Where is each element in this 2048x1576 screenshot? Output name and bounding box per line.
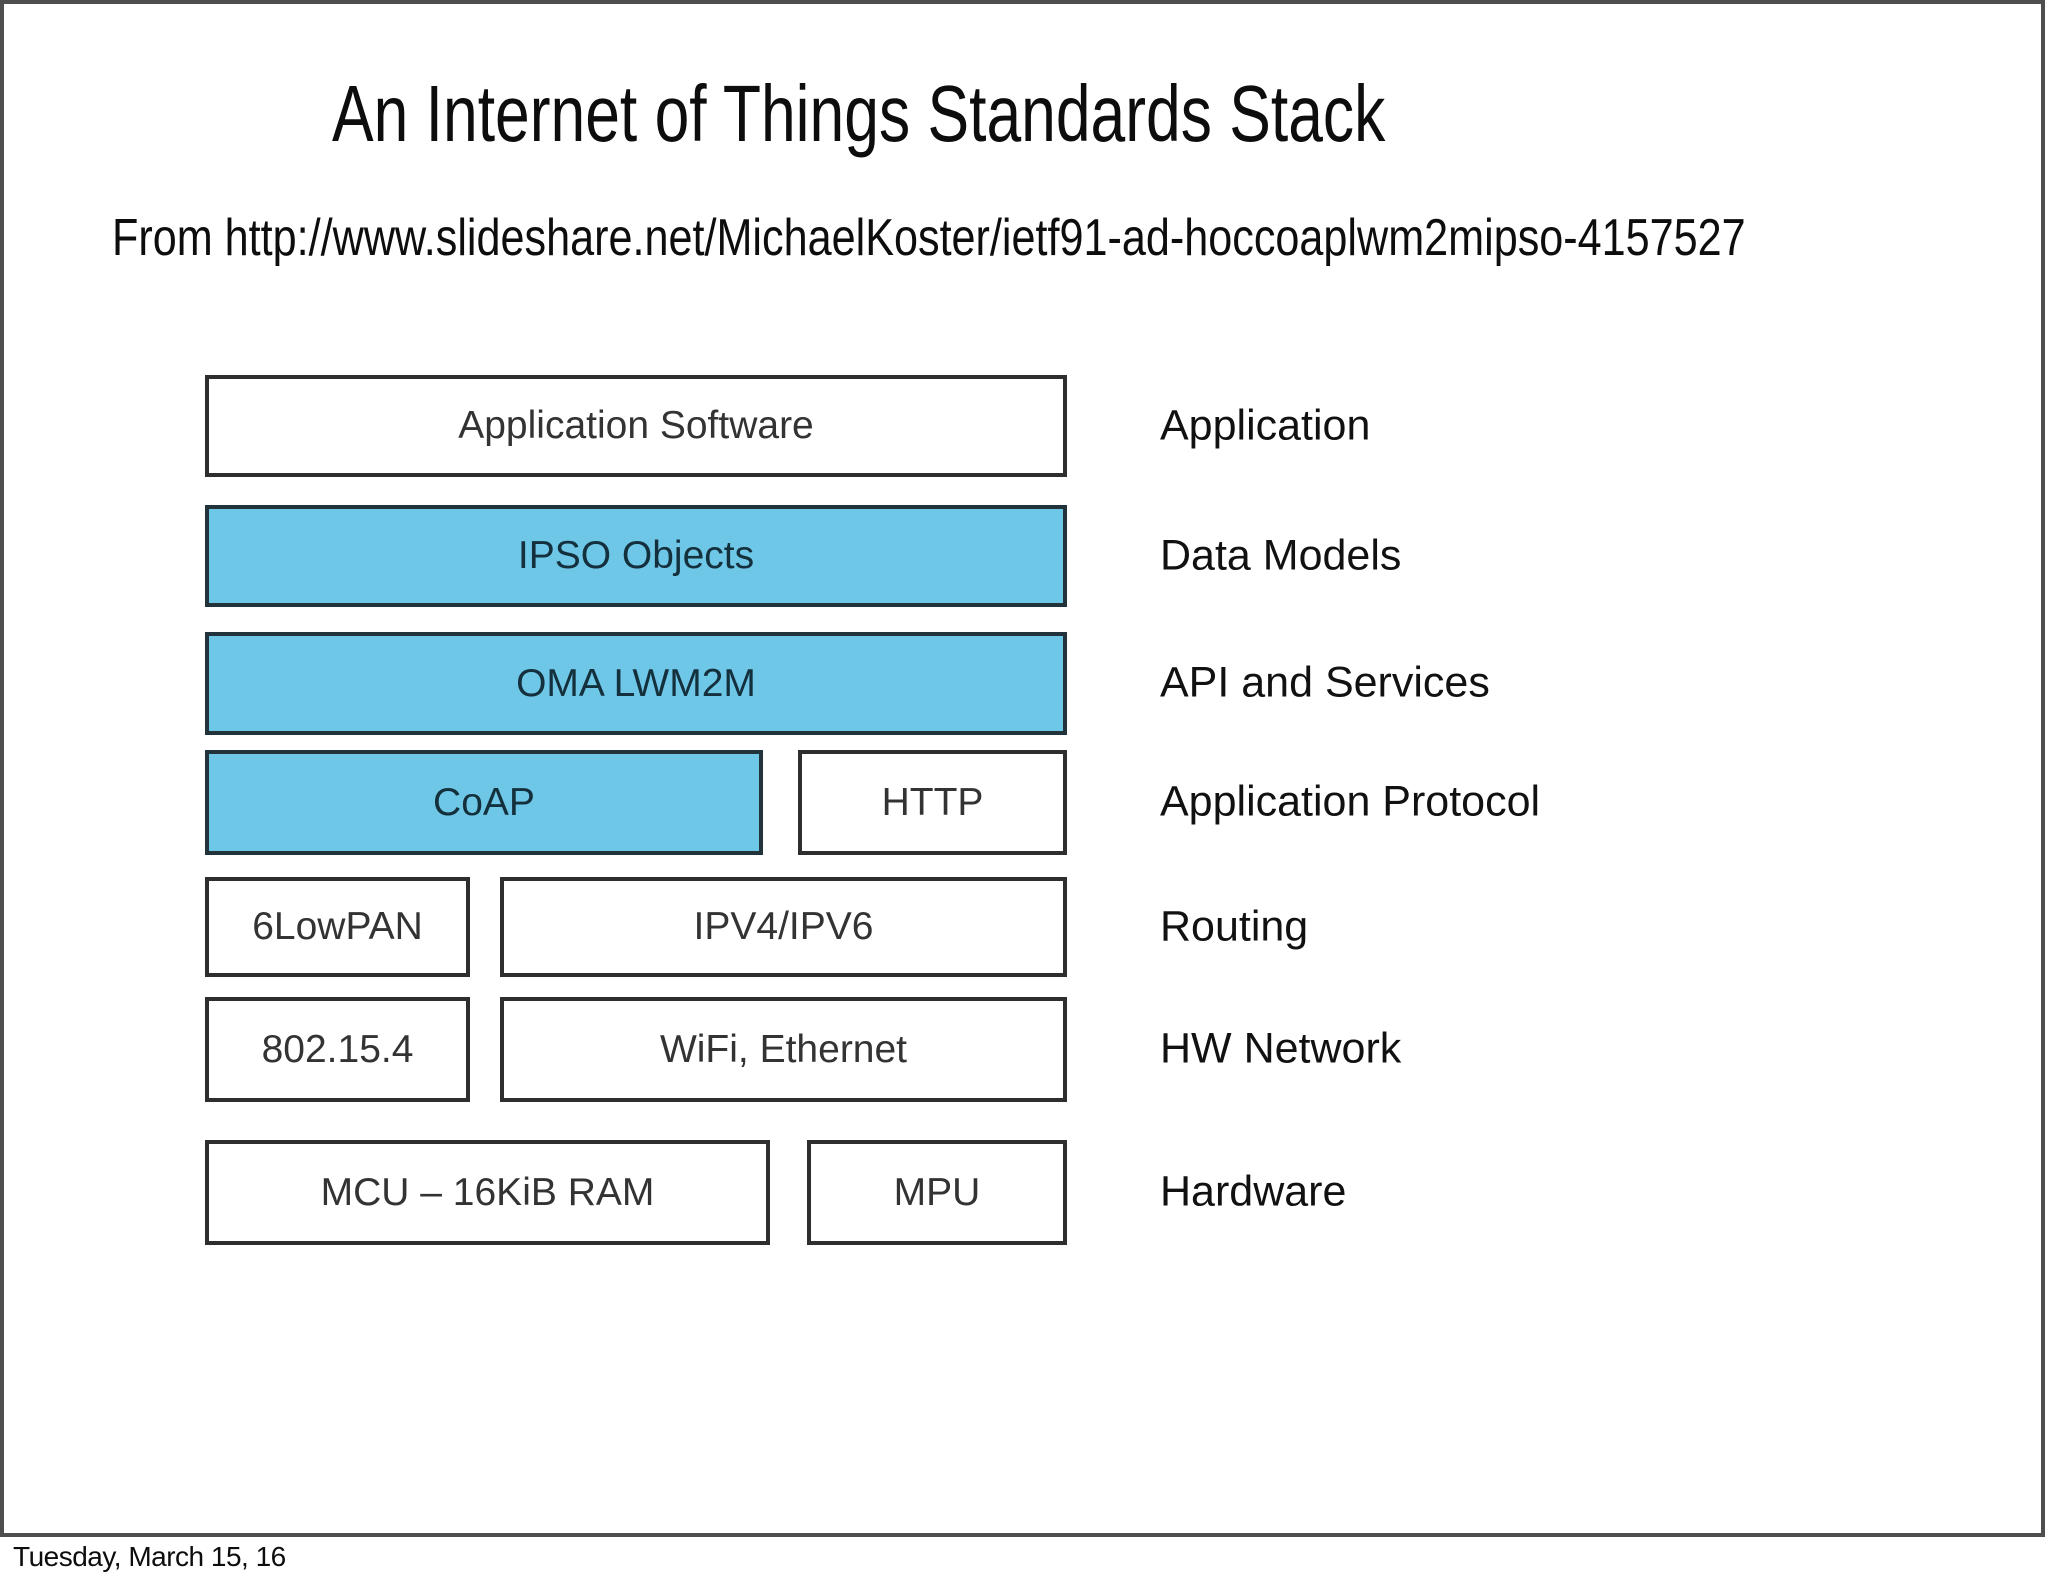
layer-label-api-and-services: API and Services <box>1160 658 1490 707</box>
layer-label-hw-network: HW Network <box>1160 1024 1402 1073</box>
box-label: Application Software <box>458 404 814 447</box>
box-mpu: MPU <box>807 1140 1067 1245</box>
footer-date: Tuesday, March 15, 16 <box>13 1541 286 1572</box>
box-label: OMA LWM2M <box>516 661 756 705</box>
source-url-line: From http://www.slideshare.net/MichaelKo… <box>112 209 1746 267</box>
box-label: MPU <box>893 1170 981 1214</box>
box-label: WiFi, Ethernet <box>659 1027 908 1071</box>
box-mcu-16kib-ram: MCU – 16KiB RAM <box>205 1140 770 1245</box>
box-802-15-4: 802.15.4 <box>205 997 470 1102</box>
layer-label-data-models: Data Models <box>1160 531 1402 580</box>
box-label: HTTP <box>881 780 984 824</box>
layer-label-routing: Routing <box>1160 902 1309 951</box>
slide-border-frame <box>0 0 2045 1537</box>
slide-title: An Internet of Things Standards Stack <box>332 69 1386 158</box>
box-label: 6LowPAN <box>252 905 423 948</box>
box-label: 802.15.4 <box>261 1027 414 1071</box>
box-wifi-ethernet: WiFi, Ethernet <box>500 997 1067 1102</box>
box-http: HTTP <box>798 750 1067 855</box>
box-6lowpan: 6LowPAN <box>205 877 470 977</box>
box-ipso-objects: IPSO Objects <box>205 505 1067 607</box>
box-ipv4-ipv6: IPV4/IPV6 <box>500 877 1067 977</box>
layer-label-hardware: Hardware <box>1160 1167 1347 1216</box>
box-application-software: Application Software <box>205 375 1067 477</box>
box-label: CoAP <box>433 780 535 824</box>
layer-label-application: Application <box>1160 401 1371 450</box>
box-coap: CoAP <box>205 750 763 855</box>
box-label: IPV4/IPV6 <box>693 905 874 948</box>
layer-label-application-protocol: Application Protocol <box>1160 777 1541 826</box>
box-label: IPSO Objects <box>517 534 755 577</box>
box-oma-lwm2m: OMA LWM2M <box>205 632 1067 735</box>
box-label: MCU – 16KiB RAM <box>320 1170 655 1214</box>
